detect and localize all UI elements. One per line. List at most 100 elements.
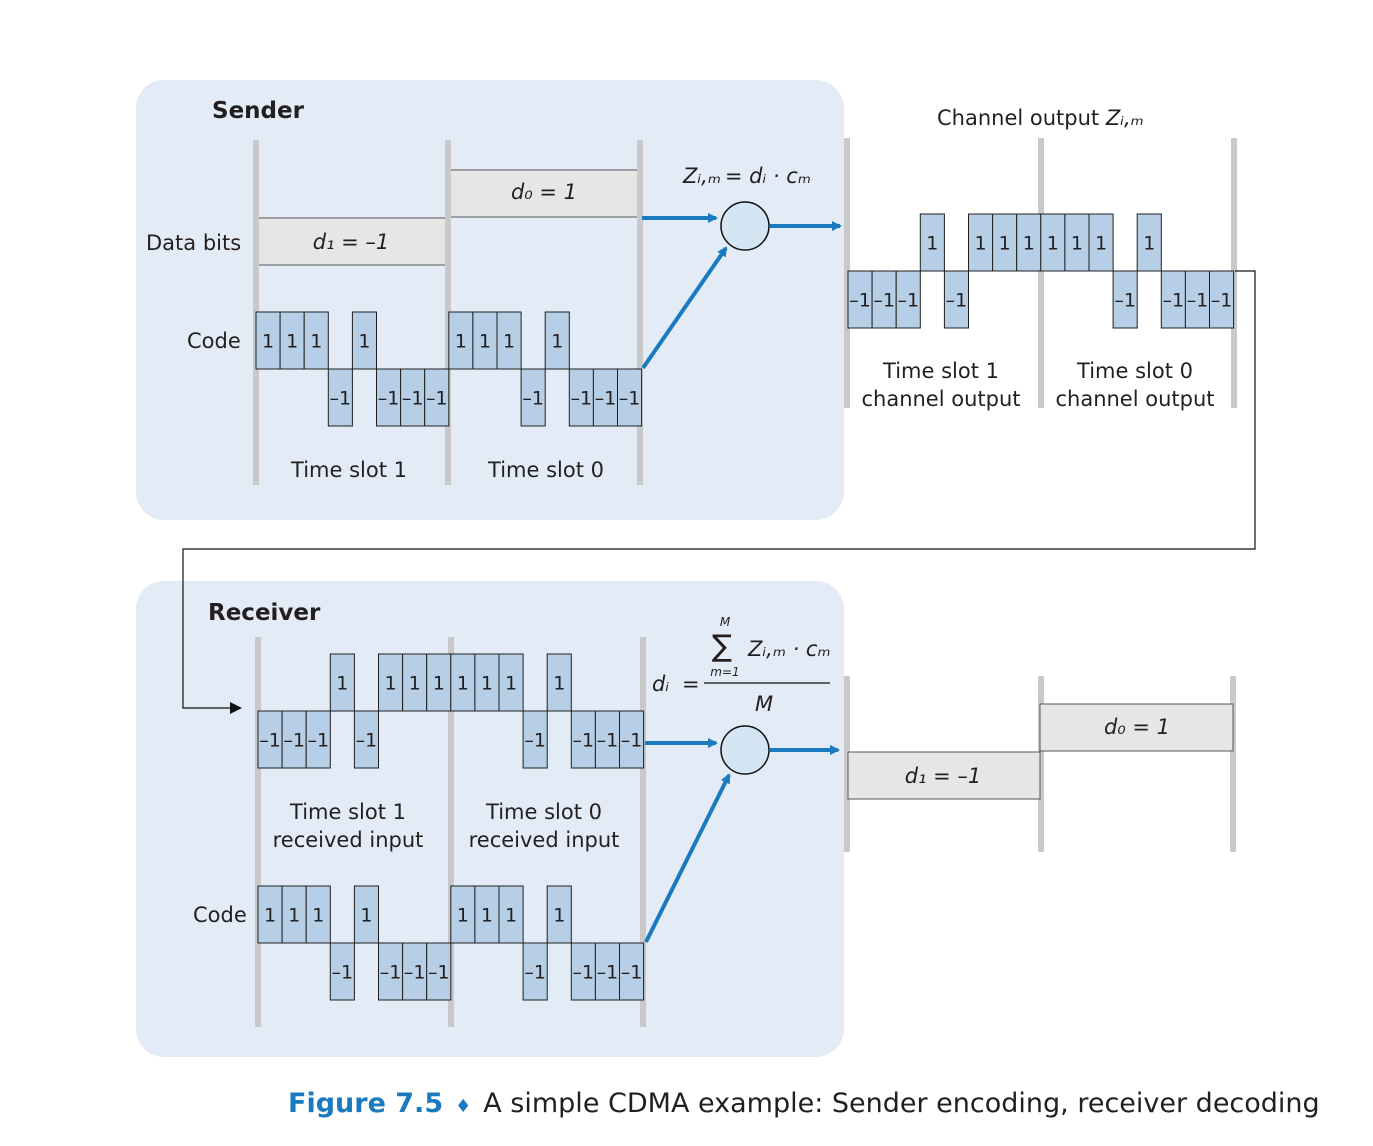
channel-to-receiver-connector	[182, 270, 1256, 714]
receiver-code-chip-label: 1	[264, 905, 276, 927]
sender-code-chip-label: 1	[551, 331, 563, 353]
receiver-slot1-line1: Time slot 1	[289, 800, 406, 824]
received-input-chip	[305, 710, 331, 769]
sender-code-chip-label: 1	[358, 331, 370, 353]
channel-output-chip-label: –1	[1114, 290, 1136, 312]
channel-slot1-line1: Time slot 1	[882, 359, 999, 383]
receiver-slot1-line2: received input	[273, 828, 424, 852]
receiver-code-chip	[498, 885, 524, 944]
sender-slot1-label: Time slot 1	[290, 458, 407, 482]
caption-figure-number: Figure 7.5	[288, 1088, 443, 1119]
sender-code-chip	[279, 311, 305, 370]
sender-code-chip-label: 1	[503, 331, 515, 353]
received-input-chip	[498, 653, 524, 712]
receiver-code-chip	[522, 942, 548, 1001]
sender-code-chip-label: 1	[310, 331, 322, 353]
sender-multiplier-circle	[720, 201, 770, 251]
channel-output-chip	[1209, 270, 1235, 329]
channel-output-chip	[968, 213, 994, 272]
receiver-multiplier-circle	[720, 725, 770, 775]
received-input-chip	[329, 653, 355, 712]
formula-denominator: M	[755, 692, 773, 716]
received-input-chip-label: 1	[553, 673, 565, 695]
sender-code-chip	[568, 368, 594, 427]
receiver-code-chip-label: 1	[505, 905, 517, 927]
sender-code-arrow	[641, 246, 728, 370]
receiver-code-chip-label: –1	[404, 962, 426, 984]
received-input-chip	[474, 653, 500, 712]
receiver-code-chip	[426, 942, 452, 1001]
channel-output-chip	[1064, 213, 1090, 272]
received-input-chip-label: 1	[433, 673, 445, 695]
sender-code-chip-label: –1	[619, 388, 641, 410]
receiver-heading: Receiver	[208, 600, 321, 626]
channel-output-chip	[1136, 213, 1162, 272]
sender-code-chip	[327, 368, 353, 427]
receiver-code-chip	[474, 885, 500, 944]
channel-output-chip	[895, 270, 921, 329]
receiver-code-chip	[594, 942, 621, 1001]
receiver-code-chip-label: –1	[573, 962, 595, 984]
channel-output-chip-label: 1	[926, 233, 938, 255]
formula-numerator: Zᵢ,ₘ · cₘ	[747, 637, 831, 661]
received-input-chip	[281, 710, 307, 769]
sender-code-chip	[520, 368, 546, 427]
formula-sum-top: M	[720, 615, 731, 629]
received-input-chip-label: –1	[573, 730, 595, 752]
channel-output-chip-label: –1	[897, 290, 919, 312]
receiver-code-chip	[257, 885, 283, 944]
receiver-code-chip-label: 1	[288, 905, 300, 927]
channel-output-chip-label: –1	[1211, 290, 1233, 312]
sender-d0-box	[447, 169, 641, 218]
received-input-chip	[619, 710, 645, 769]
sender-code-chip-label: –1	[330, 388, 352, 410]
channel-slot0-line2: channel output	[1055, 387, 1214, 411]
sender-slot0-label: Time slot 0	[487, 458, 604, 482]
channel-output-chip	[943, 270, 970, 329]
receiver-code-chip-label: –1	[380, 962, 402, 984]
receiver-d0-box	[1039, 703, 1234, 752]
received-input-chip-label: 1	[409, 673, 421, 695]
receiver-slot0-line2: received input	[469, 828, 620, 852]
channel-output-chip	[1112, 270, 1138, 329]
receiver-d1-box	[847, 751, 1041, 800]
received-input-chip	[257, 710, 283, 769]
received-input-chip-label: –1	[259, 730, 281, 752]
channel-slot0-line1: Time slot 0	[1076, 359, 1193, 383]
received-input-chip-label: –1	[597, 730, 619, 752]
sender-code-label: Code	[187, 329, 241, 353]
sender-code-chip-label: 1	[455, 331, 467, 353]
receiver-code-chip	[619, 942, 645, 1001]
receiver-code-chip	[305, 885, 331, 944]
receiver-code-chip	[281, 885, 307, 944]
received-input-chip-label: 1	[481, 673, 493, 695]
channel-output-chip-label: 1	[1071, 233, 1083, 255]
sender-code-chip-label: 1	[286, 331, 298, 353]
sender-heading: Sender	[212, 98, 305, 124]
received-input-chip-label: 1	[336, 673, 348, 695]
sender-panel	[136, 80, 844, 520]
channel-output-chip	[847, 270, 873, 329]
receiver-d1-label: d₁ = –1	[905, 764, 982, 788]
sender-code-chip	[617, 368, 643, 427]
channel-title-symbol: Zᵢ,ₘ	[1105, 106, 1144, 130]
received-input-chip	[353, 710, 379, 769]
received-input-chip-label: 1	[457, 673, 469, 695]
sender-formula: Zᵢ,ₘ= dᵢ · cₘ	[682, 164, 811, 188]
channel-output-chip-label: –1	[1163, 290, 1185, 312]
channel-output-chip	[1040, 213, 1066, 272]
channel-output-title: Channel output Zᵢ,ₘ	[937, 106, 1144, 130]
sender-formula-rhs: = dᵢ · cₘ	[725, 164, 811, 188]
sender-code-chip-label: 1	[479, 331, 491, 353]
formula-sum-bottom: m=1	[710, 665, 739, 679]
channel-output-chip	[1088, 213, 1114, 272]
channel-output-chip-label: 1	[975, 233, 987, 255]
channel-output-chip-label: –1	[873, 290, 895, 312]
channel-output-chip-label: 1	[1095, 233, 1107, 255]
sender-code-chip-label: 1	[262, 331, 274, 353]
receiver-code-chip-label: –1	[524, 962, 546, 984]
sender-code-chip-label: –1	[571, 388, 593, 410]
sender-code-chip-label: –1	[522, 388, 544, 410]
receiver-code-chip-label: –1	[428, 962, 450, 984]
